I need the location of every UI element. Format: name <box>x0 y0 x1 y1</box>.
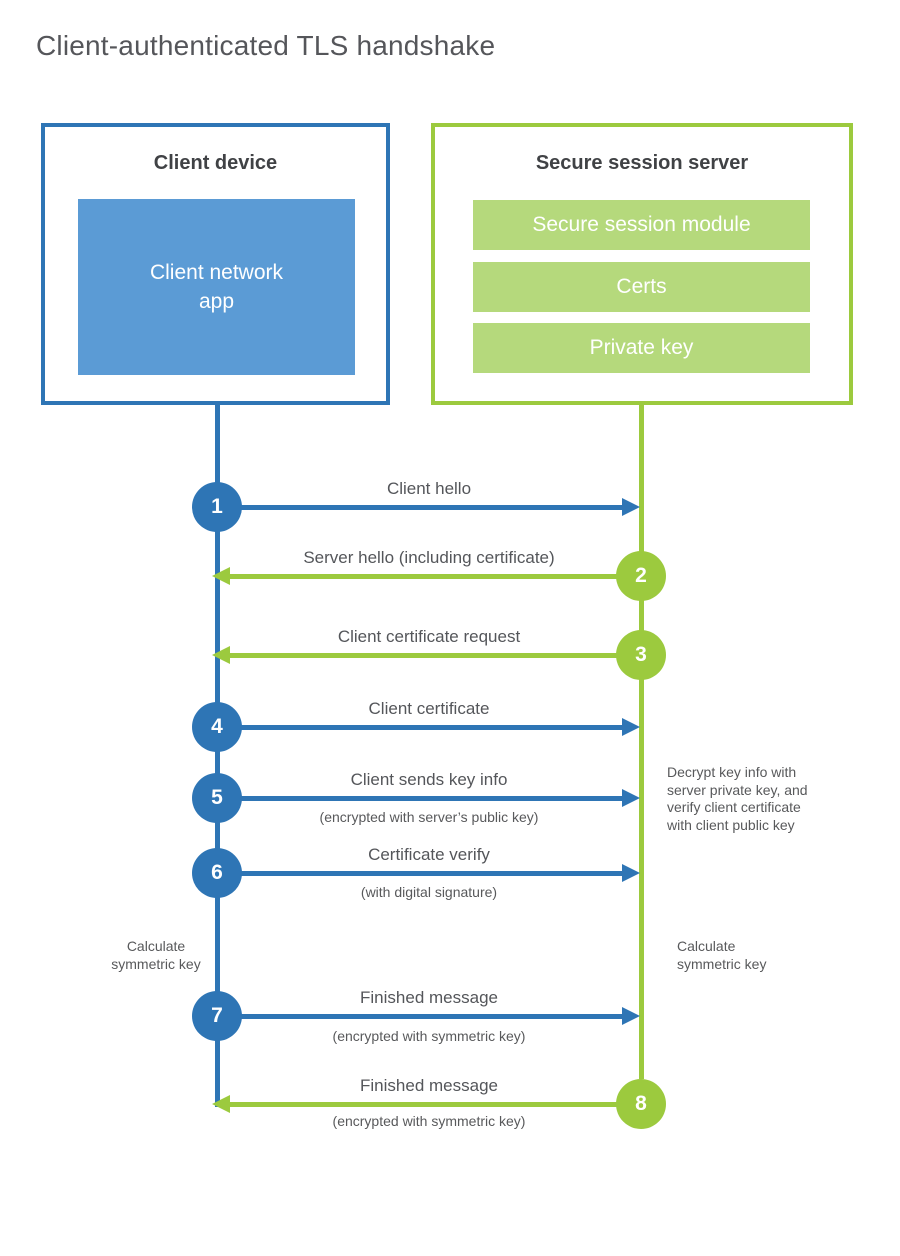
step-6-arrow-line <box>217 871 622 876</box>
step-2-arrowhead-icon <box>212 567 230 585</box>
step-5-arrowhead-icon <box>622 789 640 807</box>
step-7-label: Finished message <box>360 988 498 1007</box>
server-decrypt-note: Decrypt key info with server private key… <box>667 764 808 833</box>
step-5-sublabel: (encrypted with server’s public key) <box>319 809 539 825</box>
step-7-sublabel: (encrypted with symmetric key) <box>332 1028 526 1044</box>
step-1-arrowhead-icon <box>622 498 640 516</box>
server-calculate-note: Calculate symmetric key <box>677 938 767 972</box>
client-device-title: Client device <box>153 152 278 174</box>
step-4-arrowhead-icon <box>622 718 640 736</box>
secure-session-server-box: Secure session server Secure session mod… <box>431 123 853 405</box>
step-1-label: Client hello <box>386 479 472 498</box>
step-2-badge: 2 <box>616 551 666 601</box>
page-title: Client-authenticated TLS handshake <box>36 30 496 61</box>
step-7-arrow-line <box>217 1014 622 1019</box>
client-calculate-note: Calculate symmetric key <box>111 938 201 972</box>
step-4-arrow-line <box>217 725 622 730</box>
step-4-label: Client certificate <box>368 699 490 718</box>
step-6-sublabel: (with digital signature) <box>360 884 498 900</box>
step-8-arrow-line <box>230 1102 641 1107</box>
step-5-label: Client sends key info <box>350 770 508 789</box>
client-lifeline <box>215 405 220 1107</box>
step-6-arrowhead-icon <box>622 864 640 882</box>
step-6-badge: 6 <box>192 848 242 898</box>
step-7-arrowhead-icon <box>622 1007 640 1025</box>
server-module-private-key: Private key <box>473 323 810 373</box>
secure-session-server-title: Secure session server <box>535 152 749 174</box>
step-3-arrow-line <box>230 653 641 658</box>
step-3-badge: 3 <box>616 630 666 680</box>
step-8-badge: 8 <box>616 1079 666 1129</box>
server-module-secure-session: Secure session module <box>473 200 810 250</box>
step-8-sublabel: (encrypted with symmetric key) <box>332 1113 526 1129</box>
step-8-arrowhead-icon <box>212 1095 230 1113</box>
step-7-badge: 7 <box>192 991 242 1041</box>
step-5-badge: 5 <box>192 773 242 823</box>
step-3-label: Client certificate request <box>337 627 521 646</box>
step-2-arrow-line <box>230 574 641 579</box>
step-3-arrowhead-icon <box>212 646 230 664</box>
server-module-certs: Certs <box>473 262 810 312</box>
step-6-label: Certificate verify <box>368 845 490 864</box>
server-lifeline <box>639 405 644 1079</box>
step-8-label: Finished message <box>360 1076 498 1095</box>
client-network-app-box: Client network app <box>78 199 355 375</box>
step-4-badge: 4 <box>192 702 242 752</box>
client-device-box: Client device Client network app <box>41 123 390 405</box>
step-1-arrow-line <box>217 505 622 510</box>
step-1-badge: 1 <box>192 482 242 532</box>
step-2-label: Server hello (including certificate) <box>303 548 555 567</box>
step-5-arrow-line <box>217 796 622 801</box>
